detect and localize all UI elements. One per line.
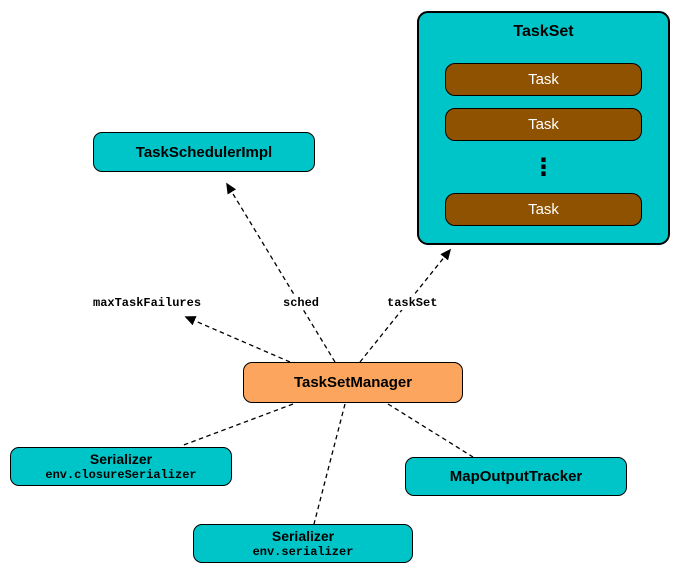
task-box-3: Task (445, 193, 642, 226)
edge-tasksetmanager-to-serializer-env (313, 403, 346, 525)
node-tasksetmanager: TaskSetManager (243, 362, 463, 403)
node-taskset: TaskSet Task Task ⋮ Task (417, 11, 670, 245)
node-mapoutputtracker: MapOutputTracker (405, 457, 627, 496)
node-title: Serializer (271, 527, 335, 544)
node-serializer-env: Serializer env.serializer (193, 524, 413, 563)
taskset-title: TaskSet (513, 23, 574, 40)
task-box-2: Task (445, 108, 642, 141)
edge-tasksetmanager-to-mapoutputtracker (387, 403, 474, 458)
edge-tasksetmanager-to-serializer-closure (180, 403, 294, 447)
task-label: Task (528, 201, 559, 218)
edge-tasksetmanager-to-taskschedulerimpl (226, 182, 336, 363)
vertical-ellipsis-icon: ⋮ (531, 153, 556, 181)
edge-label-taskset: taskSet (385, 296, 440, 310)
task-label: Task (528, 71, 559, 88)
edge-tasksetmanager-to-maxtaskfailures (184, 316, 291, 363)
node-subtitle: env.serializer (252, 544, 354, 559)
task-box-1: Task (445, 63, 642, 96)
node-title: MapOutputTracker (449, 468, 583, 485)
node-title: TaskSchedulerImpl (135, 143, 273, 161)
edge-label-sched: sched (281, 296, 322, 310)
edge-label-maxtaskfailures: maxTaskFailures (91, 296, 204, 310)
node-subtitle: env.closureSerializer (45, 467, 197, 482)
node-title: Serializer (89, 450, 153, 467)
node-title: TaskSetManager (293, 374, 413, 391)
task-label: Task (528, 116, 559, 133)
node-taskschedulerimpl: TaskSchedulerImpl (93, 132, 315, 172)
node-serializer-closure: Serializer env.closureSerializer (10, 447, 232, 486)
